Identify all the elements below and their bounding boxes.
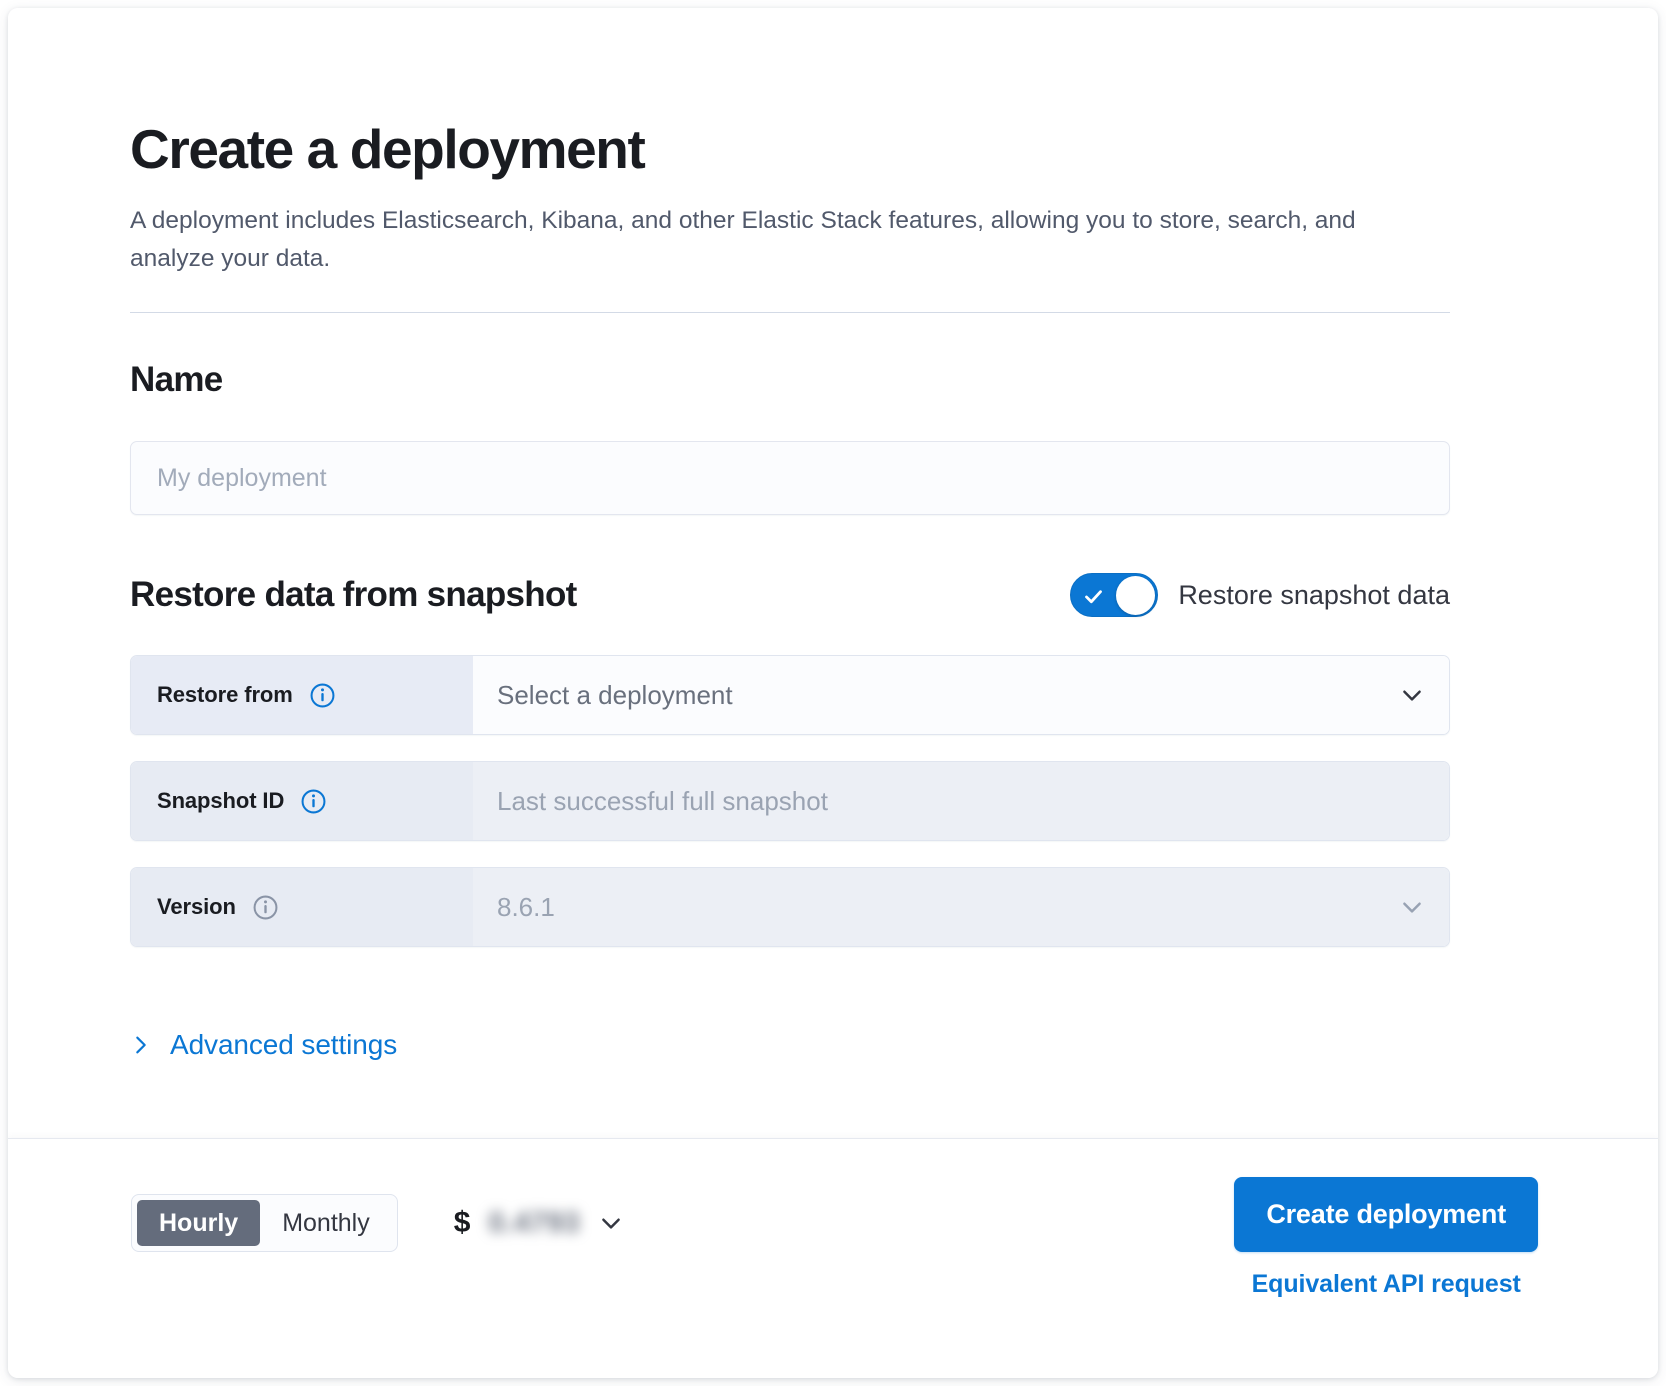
deployment-name-input[interactable]: My deployment [130,441,1450,515]
name-section: Name My deployment [130,359,1538,515]
form-row-snapshot-id: Snapshot ID Last successful full snapsho… [130,761,1450,841]
check-icon [1085,590,1103,604]
info-icon[interactable] [253,895,278,920]
row-label-version: Version [131,868,473,946]
header-divider [130,312,1450,313]
chevron-down-icon [1403,690,1421,701]
restore-toggle-group[interactable]: Restore snapshot data [1070,573,1450,617]
advanced-settings-label: Advanced settings [170,1029,398,1060]
footer-bar: Hourly Monthly $ 0.4793 Create deploymen… [8,1138,1658,1378]
chevron-down-icon[interactable] [598,1210,624,1236]
create-deployment-card: Create a deployment A deployment include… [8,8,1658,1378]
deployment-name-placeholder: My deployment [157,463,327,492]
create-deployment-button[interactable]: Create deployment [1234,1177,1538,1252]
version-value: 8.6.1 [497,891,555,922]
snapshot-id-label-text: Snapshot ID [157,788,285,813]
restore-from-select[interactable]: Select a deployment [473,656,1449,734]
restore-from-label-text: Restore from [157,682,293,707]
price-currency-symbol: $ [453,1206,471,1239]
version-select: 8.6.1 [473,868,1449,946]
row-label-snapshot-id: Snapshot ID [131,762,473,840]
page-title: Create a deployment [130,118,646,180]
restore-snapshot-toggle[interactable] [1070,573,1159,617]
restore-section-title: Restore data from snapshot [130,575,577,614]
chevron-right-icon [136,1036,146,1054]
info-icon[interactable] [301,789,326,814]
price-display[interactable]: $ 0.4793 [454,1206,624,1240]
footer-actions: Create deployment Equivalent API request [1234,1177,1538,1299]
billing-group: Hourly Monthly $ 0.4793 [131,1194,624,1252]
row-label-restore-from: Restore from [131,656,473,734]
version-label-text: Version [157,894,236,919]
form-row-restore-from[interactable]: Restore from Select a deployment [130,655,1450,735]
restore-from-value: Select a deployment [497,679,733,710]
price-amount: 0.4793 [488,1206,581,1239]
info-icon[interactable] [310,683,335,708]
restore-form-rows: Restore from Select a deployment [130,655,1538,947]
snapshot-id-input: Last successful full snapshot [473,762,1449,840]
snapshot-id-value: Last successful full snapshot [497,785,828,816]
advanced-settings-toggle[interactable]: Advanced settings [130,1029,397,1061]
restore-toggle-label: Restore snapshot data [1178,579,1450,610]
chevron-down-icon [1403,902,1421,913]
billing-option-hourly[interactable]: Hourly [137,1200,261,1246]
page-subtitle: A deployment includes Elasticsearch, Kib… [130,207,1356,272]
equivalent-api-request-link[interactable]: Equivalent API request [1251,1270,1521,1298]
form-row-version: Version 8.6.1 [130,867,1450,947]
billing-period-segmented-control[interactable]: Hourly Monthly [131,1194,398,1252]
toggle-knob [1116,575,1156,615]
name-section-title: Name [130,360,223,399]
restore-section-header: Restore data from snapshot Restore snaps… [130,573,1450,617]
form-content: Create a deployment A deployment include… [8,8,1658,1138]
billing-option-monthly[interactable]: Monthly [282,1208,370,1237]
